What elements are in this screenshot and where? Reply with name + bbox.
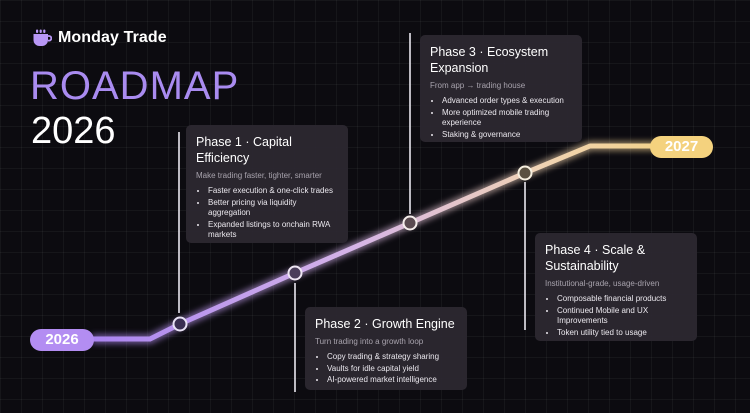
phase-items: Faster execution & one-click trades Bett… [196,186,338,241]
timeline-line [89,143,663,342]
phase-card-2: Phase 2 · Growth Engine Turn trading int… [305,307,467,390]
cup-icon [33,29,52,46]
list-item: Faster execution & one-click trades [208,186,338,197]
milestone-dot-phase1 [172,316,188,332]
list-item: Token utility tied to usage [557,328,687,339]
phase-items: Copy trading & strategy sharing Vaults f… [315,352,457,386]
phase-card-1: Phase 1 · Capital Efficiency Make tradin… [186,125,348,243]
phase-items: Composable financial products Continued … [545,294,687,338]
phase-subtitle: From app → trading house [430,81,526,90]
list-item: Better pricing via liquidity aggregation [208,198,338,219]
phase-subtitle: Make trading faster, tighter, smarter [196,171,322,180]
milestone-dot-phase3 [402,215,418,231]
list-item: Expanded listings to onchain RWA markets [208,220,338,241]
brand-logo: Monday Trade [32,29,167,47]
list-item: Continued Mobile and UX Improvements [557,306,687,327]
phase-subtitle: Turn trading into a growth loop [315,337,424,346]
timeline-start-label: 2026 [30,329,94,351]
phase-title: Phase 3 · Ecosystem Expansion [430,45,549,75]
list-item: Composable financial products [557,294,687,305]
phase-card-3: Phase 3 · Ecosystem Expansion From app →… [420,35,582,142]
phase-title: Phase 1 · Capital Efficiency [196,135,292,165]
page-title-roadmap: ROADMAP [30,64,240,108]
phase-title: Phase 4 · Scale & Sustainability [545,243,646,273]
list-item: Copy trading & strategy sharing [327,352,457,363]
list-item: More optimized mobile trading experience [442,108,572,129]
phase-subtitle: Institutional-grade, usage-driven [545,279,660,288]
list-item: Vaults for idle capital yield [327,364,457,375]
milestone-dot-phase2 [287,265,303,281]
list-item: Staking & governance [442,130,572,141]
timeline-end-label: 2027 [650,136,713,158]
list-item: Advanced order types & execution [442,96,572,107]
phase-items: Advanced order types & execution More op… [430,96,572,140]
phase-card-4: Phase 4 · Scale & Sustainability Institu… [535,233,697,341]
list-item: AI-powered market intelligence [327,375,457,386]
milestone-dot-phase4 [517,165,533,181]
phase-title: Phase 2 · Growth Engine [315,317,455,331]
page-title-year: 2026 [31,110,116,152]
brand-name: Monday Trade [58,29,167,46]
